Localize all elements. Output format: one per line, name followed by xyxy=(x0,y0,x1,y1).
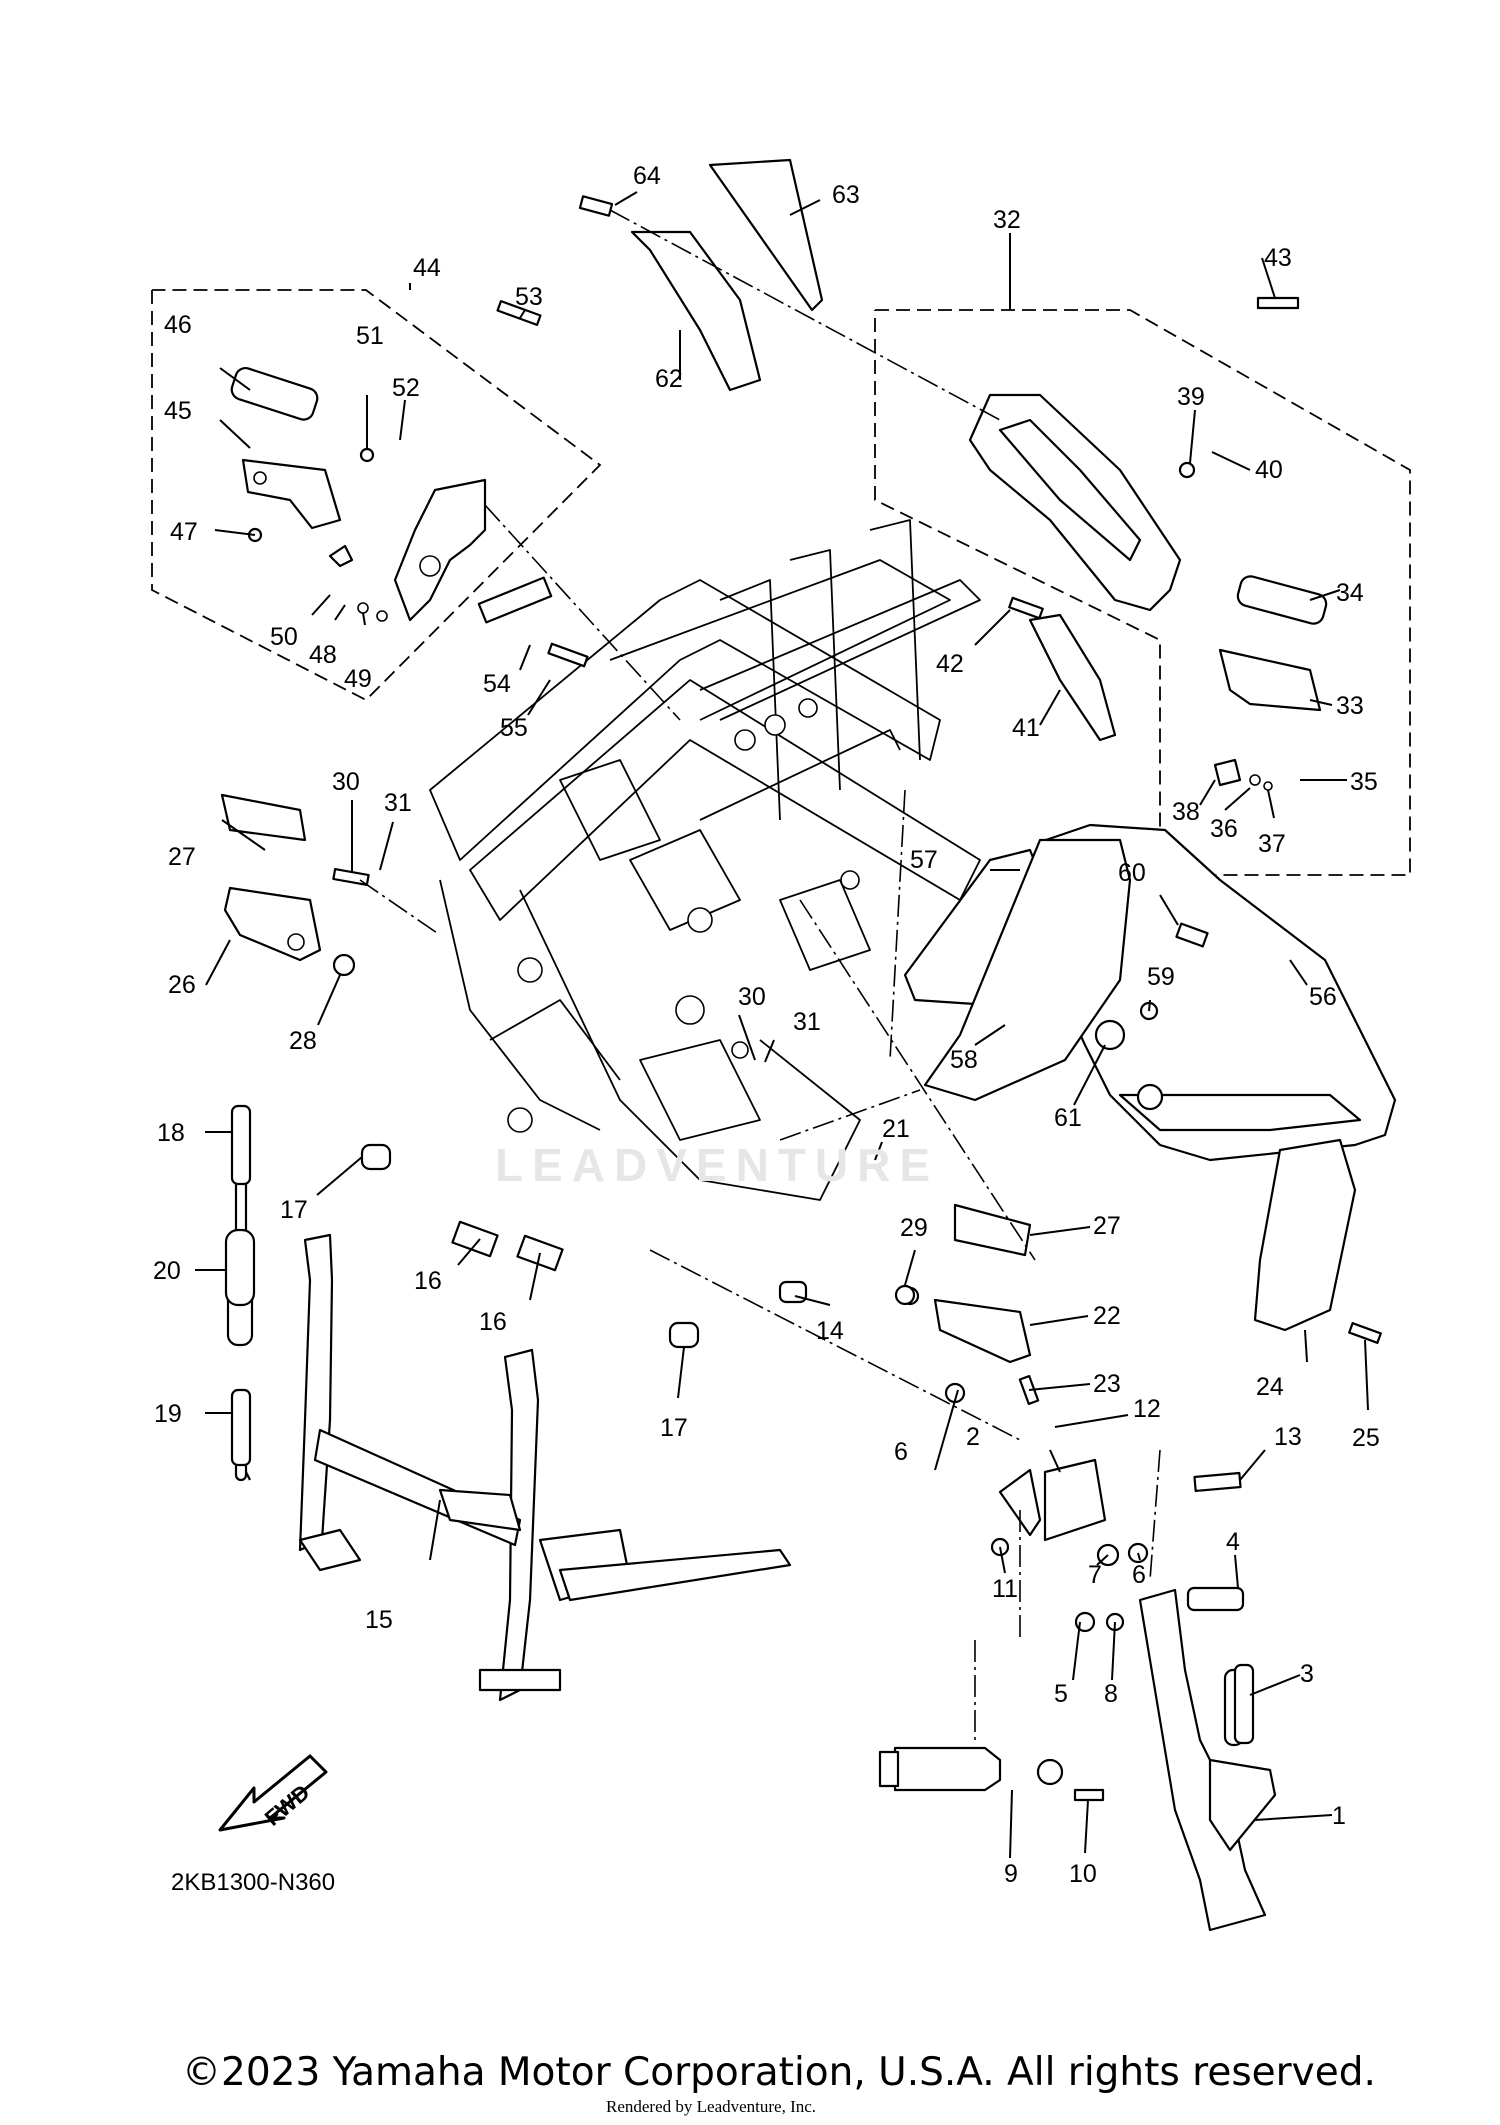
callout-34: 34 xyxy=(1336,579,1364,607)
callout-17b: 17 xyxy=(660,1414,688,1442)
callout-5: 5 xyxy=(1054,1680,1068,1708)
callout-7: 7 xyxy=(1088,1561,1102,1589)
watermark-text: LEADVENTURE xyxy=(495,1139,940,1191)
callout-28: 28 xyxy=(289,1027,317,1055)
callout-30b: 30 xyxy=(738,983,766,1011)
callout-59: 59 xyxy=(1147,963,1175,991)
diagram-code: 2KB1300-N360 xyxy=(171,1869,336,1896)
callout-58: 58 xyxy=(950,1046,978,1074)
callout-39: 39 xyxy=(1177,383,1205,411)
alignment-lines xyxy=(359,209,1161,1745)
callout-9: 9 xyxy=(1004,1860,1018,1888)
callout-31b: 31 xyxy=(793,1008,821,1036)
callout-21: 21 xyxy=(882,1115,910,1143)
callout-49: 49 xyxy=(344,665,372,693)
callout-19: 19 xyxy=(154,1400,182,1428)
callout-23: 23 xyxy=(1093,1370,1121,1398)
callout-29: 29 xyxy=(900,1214,928,1242)
callout-47: 47 xyxy=(170,518,198,546)
callout-1: 1 xyxy=(1332,1802,1346,1830)
callout-55: 55 xyxy=(500,714,528,742)
callout-13: 13 xyxy=(1274,1423,1302,1451)
callout-26: 26 xyxy=(168,971,196,999)
callout-15: 15 xyxy=(365,1606,393,1634)
callout-10: 10 xyxy=(1069,1860,1097,1888)
callout-51: 51 xyxy=(356,322,384,350)
side-covers xyxy=(903,823,1397,1344)
callout-4: 4 xyxy=(1226,1528,1240,1556)
main-frame xyxy=(429,519,981,1201)
callout-33: 33 xyxy=(1336,692,1364,720)
callout-3: 3 xyxy=(1300,1660,1314,1688)
front-footrests xyxy=(220,793,1040,1406)
callout-14: 14 xyxy=(816,1317,844,1345)
callout-8: 8 xyxy=(1104,1680,1118,1708)
callout-2: 2 xyxy=(966,1423,980,1451)
callout-61: 61 xyxy=(1054,1104,1082,1132)
callout-43: 43 xyxy=(1264,244,1292,272)
callout-16a: 16 xyxy=(414,1267,442,1295)
callout-63: 63 xyxy=(832,181,860,209)
callout-20: 20 xyxy=(153,1257,181,1285)
callout-42: 42 xyxy=(936,650,964,678)
callout-60: 60 xyxy=(1118,859,1146,887)
callout-25: 25 xyxy=(1352,1424,1380,1452)
callout-16b: 16 xyxy=(479,1308,507,1336)
callout-6a: 6 xyxy=(894,1438,908,1466)
copyright-notice: ©2023 Yamaha Motor Corporation, U.S.A. A… xyxy=(182,2050,1376,2095)
callout-35: 35 xyxy=(1350,768,1378,796)
callout-52: 52 xyxy=(392,374,420,402)
callout-62: 62 xyxy=(655,365,683,393)
callout-50: 50 xyxy=(270,623,298,651)
callout-44: 44 xyxy=(413,254,441,282)
callout-37: 37 xyxy=(1258,830,1286,858)
callout-41: 41 xyxy=(1012,714,1040,742)
callout-11: 11 xyxy=(992,1575,1018,1603)
callout-24: 24 xyxy=(1256,1373,1284,1401)
callout-36: 36 xyxy=(1210,815,1238,843)
callout-45: 45 xyxy=(164,397,192,425)
callout-48: 48 xyxy=(309,641,337,669)
callout-64: 64 xyxy=(633,162,661,190)
right-rear-footrest-assembly xyxy=(874,296,1411,876)
callout-22: 22 xyxy=(1093,1302,1121,1330)
callout-17a: 17 xyxy=(280,1196,308,1224)
main-stand xyxy=(226,1128,808,1702)
callout-38: 38 xyxy=(1172,798,1200,826)
callout-54: 54 xyxy=(483,670,511,698)
callout-56: 56 xyxy=(1309,983,1337,1011)
callout-31a: 31 xyxy=(384,789,412,817)
callout-12: 12 xyxy=(1133,1395,1161,1423)
callout-40: 40 xyxy=(1255,456,1283,484)
heel-guard xyxy=(578,158,824,392)
callout-labels: 1 2 3 4 5 6 6 7 8 9 10 11 12 13 14 15 16… xyxy=(153,162,1380,1888)
springs xyxy=(224,953,1255,1745)
callout-53: 53 xyxy=(515,283,543,311)
leader-lines xyxy=(195,191,1369,1859)
rendered-by-notice: Rendered by Leadventure, Inc. xyxy=(606,2097,817,2116)
callout-27a: 27 xyxy=(168,843,196,871)
side-stand xyxy=(878,1382,1277,1932)
callout-57: 57 xyxy=(910,846,938,874)
callout-6b: 6 xyxy=(1132,1561,1146,1589)
callout-27b: 27 xyxy=(1093,1212,1121,1240)
callout-32: 32 xyxy=(993,206,1021,234)
callout-46: 46 xyxy=(164,311,192,339)
fwd-arrow-icon: FWD xyxy=(218,1754,328,1832)
callout-18: 18 xyxy=(157,1119,185,1147)
left-rear-footrest-assembly xyxy=(151,289,602,702)
callout-30a: 30 xyxy=(332,768,360,796)
